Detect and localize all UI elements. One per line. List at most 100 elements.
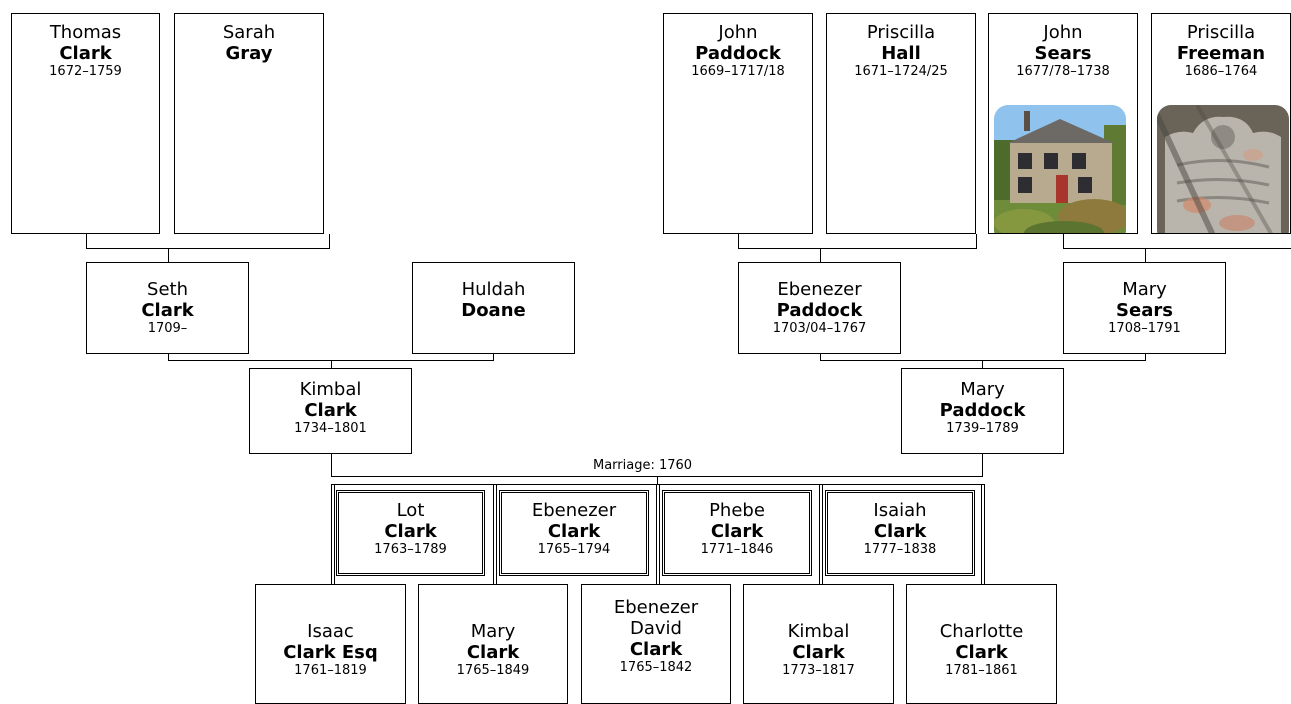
given-name: Mary: [470, 621, 516, 642]
connector-line: [168, 354, 169, 361]
surname: Clark: [792, 642, 845, 664]
given-name: Priscilla: [1186, 22, 1256, 43]
connector-line: [168, 360, 493, 361]
given-name: Isaac: [307, 621, 354, 642]
house-photo[interactable]: [994, 105, 1126, 233]
connector-line: [819, 484, 820, 584]
connector-line: [659, 484, 660, 584]
surname: Clark: [547, 521, 601, 543]
life-dates: 1672–1759: [49, 64, 122, 80]
connector-line: [331, 454, 332, 476]
given-name: Mary: [960, 379, 1005, 400]
connector-line: [331, 360, 332, 368]
connector-line: [493, 484, 494, 584]
life-dates: 1777–1838: [863, 542, 937, 558]
surname: Sears: [1116, 300, 1173, 322]
life-dates: 1765–1794: [537, 542, 611, 558]
life-dates: 1773–1817: [782, 663, 855, 679]
connector-line: [738, 234, 739, 249]
connector-line: [982, 454, 983, 476]
surname: Clark: [59, 43, 112, 65]
given-name: Priscilla: [866, 22, 936, 43]
given-name: Isaiah: [873, 500, 927, 521]
given-name: John: [1043, 22, 1083, 43]
given-name: Ebenezer: [531, 500, 617, 521]
connector-line: [86, 248, 329, 249]
connector-line: [493, 354, 494, 361]
given-name: Thomas: [49, 22, 122, 43]
connector-line: [738, 248, 977, 249]
given-name: Sarah: [222, 22, 276, 43]
connector-line: [331, 484, 332, 584]
given-name: Huldah: [461, 279, 526, 300]
marriage-label: Marriage: 1760: [591, 458, 695, 473]
surname: Clark: [384, 521, 437, 543]
connector-line: [657, 476, 658, 484]
connector-line: [981, 484, 982, 584]
given-name: Kimbal: [787, 621, 850, 642]
given-name: Kimbal: [299, 379, 362, 400]
surname: Clark: [873, 521, 927, 543]
surname: Sears: [1034, 43, 1092, 65]
surname: Clark Esq: [283, 642, 378, 664]
surname: Freeman: [1176, 43, 1266, 65]
connector-line: [822, 484, 823, 584]
connector-line: [1145, 248, 1146, 262]
surname: Clark: [304, 400, 357, 422]
connector-line: [820, 354, 821, 361]
surname: Clark: [629, 639, 683, 661]
given-name: Seth: [147, 279, 188, 300]
life-dates: 1739–1789: [946, 421, 1019, 437]
connector-line: [329, 234, 330, 249]
connector-line: [984, 484, 985, 584]
connector-line: [1145, 354, 1146, 361]
life-dates: 1709–: [147, 321, 188, 337]
connector-line: [1063, 248, 1291, 249]
surname: Clark: [710, 521, 764, 543]
life-dates: 1734–1801: [294, 421, 367, 437]
connector-line: [820, 248, 821, 262]
surname: Clark: [466, 642, 520, 664]
surname: Clark: [955, 642, 1008, 664]
connector-line: [656, 484, 657, 584]
life-dates: 1677/78–1738: [1016, 64, 1110, 80]
given-name: Charlotte: [939, 621, 1024, 642]
connector-line: [168, 248, 169, 262]
connector-line: [982, 360, 983, 368]
given-name: Lot: [396, 500, 425, 521]
connector-line: [496, 484, 497, 584]
surname: Doane: [461, 300, 526, 322]
life-dates: 1781–1861: [945, 663, 1018, 679]
surname: Paddock: [695, 43, 781, 65]
given-name: Mary: [1122, 279, 1167, 300]
life-dates: 1703/04–1767: [772, 321, 867, 337]
connector-line: [1063, 234, 1064, 249]
connector-line: [86, 234, 87, 249]
connector-line: [976, 234, 977, 249]
gravestone-photo[interactable]: [1157, 105, 1289, 233]
surname: Clark: [141, 300, 194, 322]
life-dates: 1669–1717/18: [691, 64, 785, 80]
life-dates: 1671–1724/25: [854, 64, 948, 80]
